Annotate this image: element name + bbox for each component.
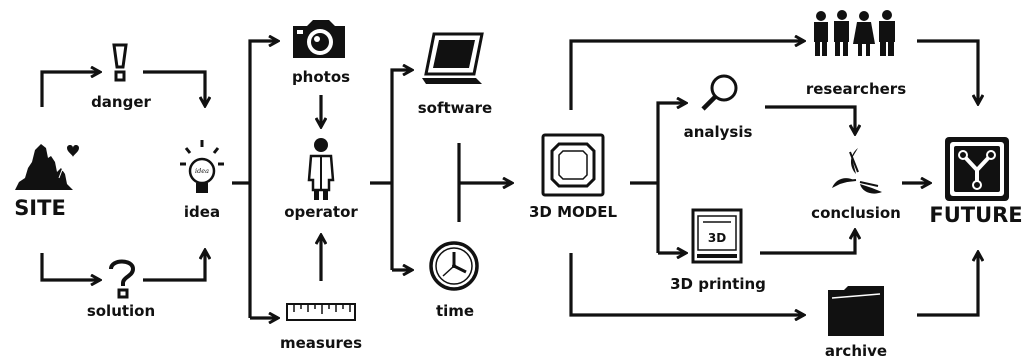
landscape-icon: [15, 144, 79, 190]
arrow-model-researchers: [569, 41, 804, 110]
label-site: SITE: [14, 196, 66, 220]
magnifier-icon: [701, 74, 738, 111]
arrow-analysis-conclusion: [765, 105, 855, 134]
arrow-archive-future: [917, 252, 978, 317]
folder-icon: [828, 286, 884, 336]
clock-icon: [429, 241, 479, 291]
arrow-idea-photos: [248, 41, 278, 318]
lightbulb-icon: idea: [180, 140, 224, 193]
model-frame-icon: [541, 133, 605, 197]
arrow-site-danger: [40, 72, 100, 107]
label-operator: operator: [284, 203, 358, 221]
label-time: time: [436, 302, 474, 320]
connectors: [40, 39, 978, 318]
label-3d-printing: 3D printing: [670, 275, 766, 293]
flux-capacitor-icon: [945, 137, 1009, 201]
arrow-solution-idea: [143, 250, 205, 282]
label-danger: danger: [91, 93, 151, 111]
label-researchers: researchers: [806, 80, 906, 98]
label-3d-model: 3D MODEL: [529, 203, 617, 221]
arrow-model-analysis: [656, 103, 686, 253]
operator-icon: [307, 138, 335, 200]
label-solution: solution: [87, 302, 155, 320]
label-future: FUTURE: [929, 203, 1022, 227]
label-photos: photos: [292, 68, 350, 86]
label-idea: idea: [184, 203, 220, 221]
ruler-icon: [286, 303, 356, 321]
label-conclusion: conclusion: [811, 204, 901, 222]
label-analysis: analysis: [684, 123, 753, 141]
arrow-danger-idea: [143, 70, 205, 106]
label-software: software: [418, 99, 492, 117]
labels: SITE danger solution idea photos operato…: [14, 68, 1022, 360]
label-archive: archive: [825, 342, 887, 360]
3d-printer-icon: 3D: [691, 208, 743, 264]
printer-badge-text: 3D: [708, 231, 726, 245]
question-icon: [109, 259, 136, 299]
converging-arrows-icon: [832, 148, 882, 194]
arrow-printing-conclusion: [760, 230, 855, 255]
laptop-icon: [422, 32, 484, 84]
label-measures: measures: [280, 334, 362, 352]
arrow-operator-software: [390, 70, 412, 270]
exclamation-icon: [112, 43, 128, 82]
people-icon: [814, 10, 895, 56]
arrow-model-archive: [569, 253, 804, 315]
arrow-researchers-future: [917, 39, 978, 104]
arrow-site-solution: [40, 253, 100, 280]
camera-icon: [293, 20, 345, 58]
idea-bulb-text: idea: [195, 167, 209, 175]
